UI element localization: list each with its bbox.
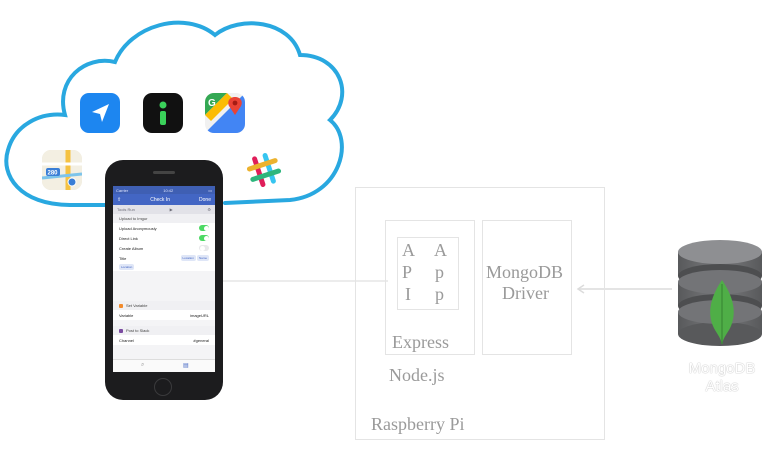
svg-text:G: G bbox=[208, 98, 216, 109]
direct-link-row: Direct Link bbox=[113, 233, 215, 243]
title-chip-location-2[interactable]: Location bbox=[119, 264, 135, 270]
play-icon[interactable]: ▶ bbox=[169, 207, 173, 212]
done-button[interactable]: Done bbox=[199, 196, 211, 203]
navigation-app-icon bbox=[80, 93, 120, 133]
toolbar-label: Tools Run bbox=[117, 207, 135, 212]
title-label: Title bbox=[119, 255, 127, 261]
title-extra-row: Location bbox=[113, 263, 215, 271]
variable-label: Variable bbox=[119, 312, 134, 318]
app-letter-p1: p bbox=[435, 262, 444, 282]
raspberry-pi-box bbox=[355, 187, 605, 440]
nodejs-label: Node.js bbox=[389, 365, 445, 385]
title-row: Title Location Name bbox=[113, 253, 215, 263]
google-maps-icon: G bbox=[205, 93, 245, 133]
status-carrier: Carrier bbox=[116, 187, 129, 193]
anonymous-label: Upload Anonymously bbox=[119, 225, 157, 231]
nav-bar: ⇧ Check In Done bbox=[113, 194, 215, 205]
phone-screen: Carrier 10:42 ▭ ⇧ Check In Done Tools Ru… bbox=[113, 186, 215, 372]
create-album-row: Create Album bbox=[113, 243, 215, 253]
variable-row: Variable imageURL bbox=[113, 310, 215, 320]
smartphone: Carrier 10:42 ▭ ⇧ Check In Done Tools Ru… bbox=[105, 160, 223, 400]
channel-label: Channel bbox=[119, 337, 134, 343]
driver-label-line2: Driver bbox=[502, 283, 549, 303]
apple-maps-icon: 280 bbox=[42, 150, 82, 190]
title-chip-name[interactable]: Name bbox=[196, 255, 209, 261]
upload-section-label: Upload to Imgur bbox=[119, 216, 148, 221]
api-letter-i: I bbox=[405, 284, 411, 304]
variable-value[interactable]: imageURL bbox=[190, 312, 209, 318]
phone-speaker bbox=[153, 171, 175, 174]
home-button[interactable] bbox=[154, 378, 172, 396]
create-album-toggle[interactable] bbox=[199, 245, 209, 251]
api-letter-a: A bbox=[402, 240, 415, 260]
variable-action-icon bbox=[119, 303, 123, 308]
upload-section-header: Upload to Imgur bbox=[113, 214, 215, 223]
slack-action-icon bbox=[119, 328, 123, 333]
slack-icon bbox=[242, 148, 286, 192]
app-box bbox=[385, 220, 475, 355]
direct-link-toggle[interactable] bbox=[199, 235, 209, 241]
status-time: 10:42 bbox=[163, 187, 174, 193]
title-chip-location[interactable]: Location bbox=[180, 255, 196, 261]
mongodb-leaf-icon bbox=[710, 280, 734, 344]
bottom-tab-bar: ⌕ ▤ bbox=[113, 359, 215, 372]
create-album-label: Create Album bbox=[119, 245, 144, 251]
anonymous-toggle[interactable] bbox=[199, 225, 209, 231]
raspberry-pi-label: Raspberry Pi bbox=[371, 414, 465, 434]
nav-title: Check In bbox=[150, 196, 170, 203]
toolbar: Tools Run ▶ ⚙ bbox=[113, 205, 215, 214]
variable-section-label: Set Variable bbox=[126, 303, 148, 308]
share-icon[interactable]: ⇧ bbox=[117, 196, 122, 203]
svg-text:280: 280 bbox=[48, 171, 59, 177]
api-letter-p: P bbox=[402, 262, 413, 282]
app-letter-a: A bbox=[434, 240, 447, 260]
library-icon[interactable]: ▤ bbox=[183, 363, 189, 369]
anonymous-row: Upload Anonymously bbox=[113, 223, 215, 233]
status-bar: Carrier 10:42 ▭ bbox=[113, 186, 215, 194]
api-inner-box bbox=[397, 237, 459, 310]
atlas-label-line2: Atlas bbox=[705, 378, 739, 395]
atlas-label-line1: MongoDB bbox=[688, 360, 756, 377]
driver-box bbox=[482, 220, 572, 355]
driver-label-line1: MongoDB bbox=[486, 262, 564, 282]
search-icon[interactable]: ⌕ bbox=[141, 362, 145, 368]
variable-section-header: Set Variable bbox=[113, 301, 215, 310]
express-label: Express bbox=[392, 332, 449, 352]
battery-icon: ▭ bbox=[208, 187, 212, 193]
channel-row: Channel #general bbox=[113, 335, 215, 345]
direct-link-label: Direct Link bbox=[119, 235, 138, 241]
app-letter-p2: p bbox=[435, 284, 444, 304]
slack-section-label: Post to Slack bbox=[126, 328, 150, 333]
slack-section-header: Post to Slack bbox=[113, 326, 215, 335]
info-app-icon bbox=[143, 93, 183, 133]
channel-value[interactable]: #general bbox=[193, 337, 209, 343]
settings-icon[interactable]: ⚙ bbox=[207, 207, 211, 212]
